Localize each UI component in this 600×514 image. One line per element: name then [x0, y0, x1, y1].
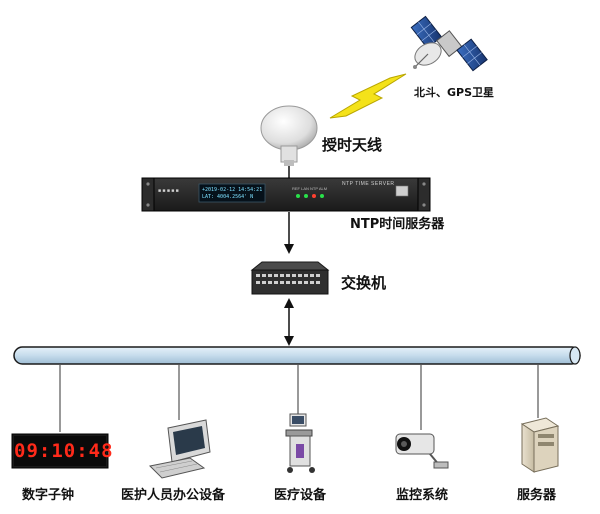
device-label-monitor: 监控系统: [396, 488, 449, 503]
device-label-server: 服务器: [517, 488, 557, 503]
server-to-switch-arrow: [284, 212, 294, 254]
satellite-label: 北斗、GPS卫星: [414, 86, 495, 99]
ntp-server-label: NTP时间服务器: [350, 217, 445, 232]
antenna-label: 授时天线: [322, 136, 383, 154]
server-tower-icon: [520, 417, 560, 473]
cctv-camera-icon: [395, 433, 449, 469]
switch-to-bus-arrow: [284, 298, 294, 346]
clock-display-digits: 09:10:48: [14, 440, 114, 462]
signal-lightning-icon: [329, 73, 407, 119]
ultrasound-icon: [285, 413, 315, 473]
device-label-clock: 数字子钟: [22, 488, 75, 503]
server-panel-title: NTP TIME SERVER: [342, 181, 395, 187]
lcd-line-1: +2019-02-12 14:54:21: [202, 187, 263, 193]
network-bus: [13, 346, 581, 365]
drop-lines: [59, 364, 539, 432]
ntp-server-device: [141, 177, 431, 212]
server-lcd-display: +2019-02-12 14:54:21 LAT: 4004.2564' N: [202, 187, 262, 201]
antenna-icon: [260, 105, 318, 166]
server-led-labels: REF LAN NTP ALM: [292, 186, 328, 191]
lcd-line-2: LAT: 4004.2564' N: [202, 194, 254, 200]
server-brand-mark: ■ ■ ■ ■ ■: [158, 188, 179, 194]
computer-icon: [148, 419, 211, 479]
digital-clock-icon: [11, 433, 109, 469]
satellite-icon: [410, 15, 488, 72]
switch-label: 交换机: [341, 274, 387, 292]
device-label-medical: 医疗设备: [274, 488, 327, 503]
switch-icon: [250, 261, 330, 295]
device-label-medical-office: 医护人员办公设备: [121, 488, 226, 503]
